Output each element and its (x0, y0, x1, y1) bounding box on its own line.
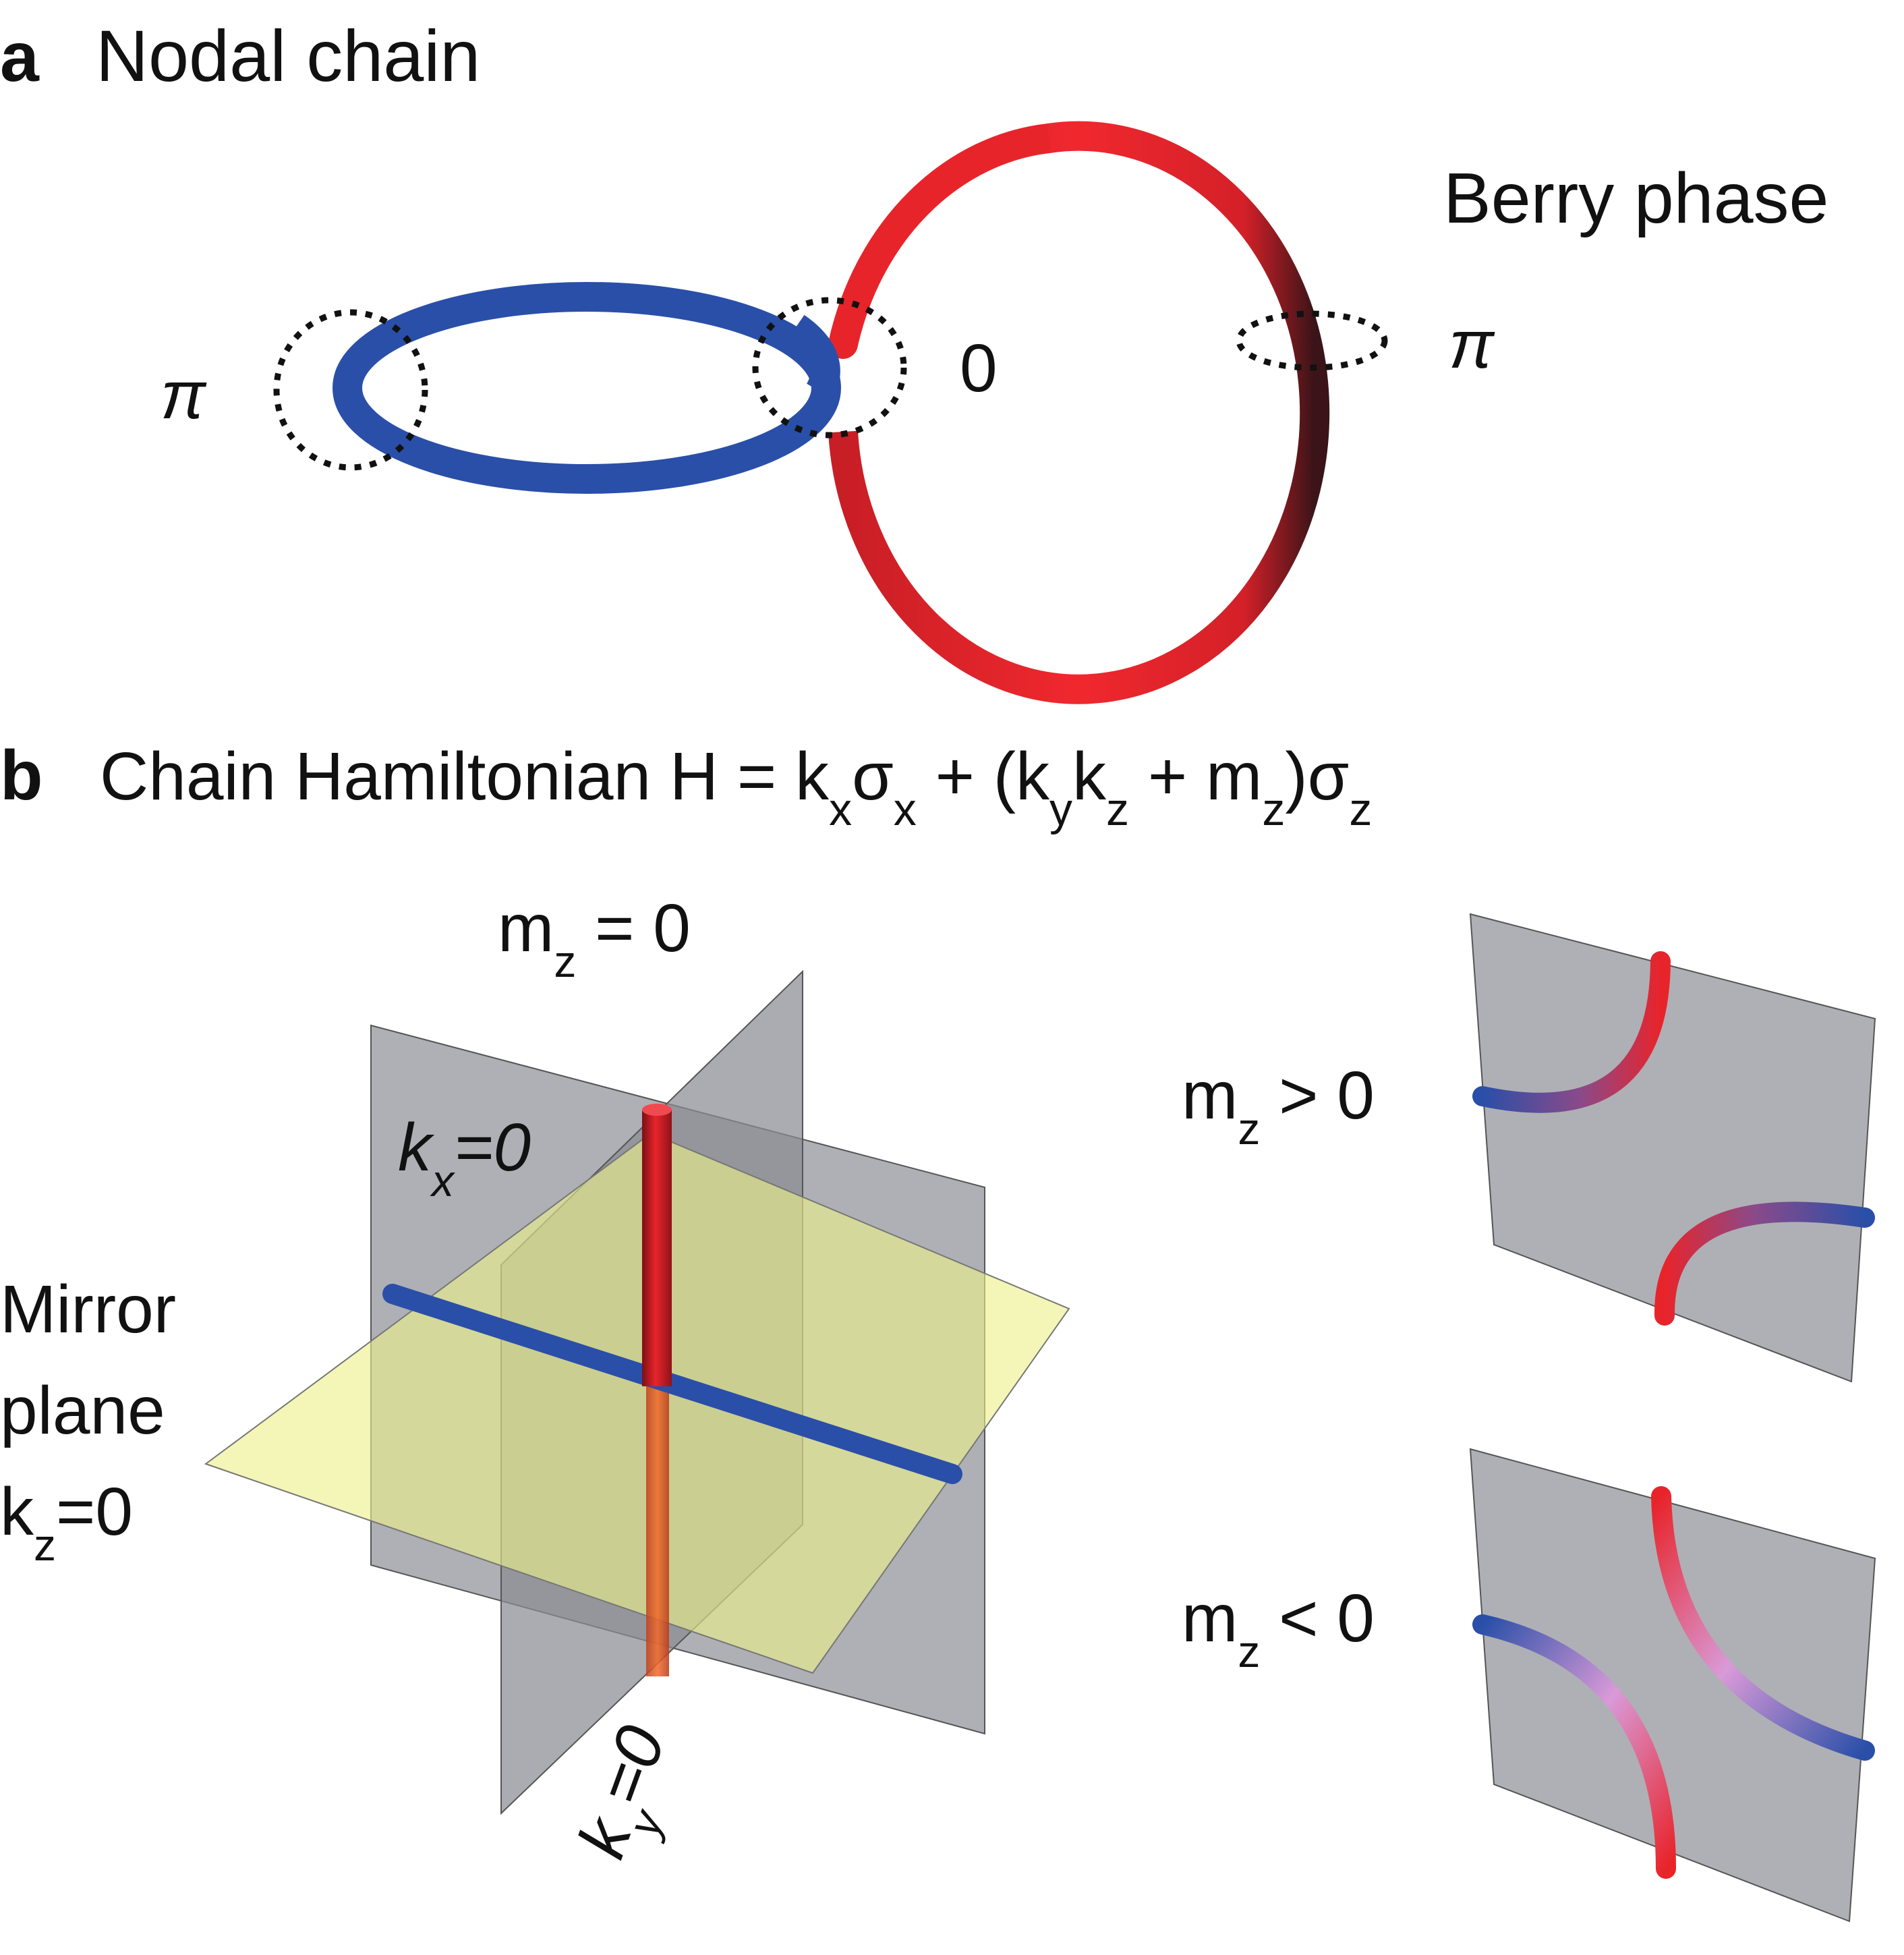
berry-loop-right (1236, 310, 1388, 371)
mz-pos-curve-upper (1472, 951, 1671, 1113)
berry-phase-label: Berry phase (1443, 159, 1829, 238)
mz-neg-curve-right (1651, 1486, 1875, 1761)
panel-b-letter: b (0, 737, 43, 815)
red-ring-back (828, 123, 1064, 359)
kx0-label: kx=0 (398, 1110, 531, 1206)
mirror-label-line2: plane (0, 1373, 165, 1448)
phase-right-label: π (1449, 307, 1495, 382)
blue-ring (333, 282, 841, 494)
mz-zero-label: mz = 0 (498, 890, 691, 986)
panel-a-letter: a (0, 18, 40, 96)
mz-neg-curve-left (1472, 1614, 1676, 1879)
blue-ring-crossing (787, 314, 840, 399)
kz0-label: kz=0 (0, 1474, 133, 1570)
phase-left-label: π (161, 358, 207, 433)
mz-pos-curve-lower (1654, 1201, 1875, 1326)
panel-b: b Chain Hamiltonian H = kxσx + (kykz + m… (0, 737, 1876, 1923)
mz-pos-plane (1469, 913, 1876, 1383)
mz-neg-label: mz < 0 (1182, 1581, 1375, 1676)
mz-neg-plane (1469, 1448, 1876, 1923)
mirror-plane-kz0 (204, 1132, 1070, 1674)
mz-pos-label: mz > 0 (1182, 1058, 1375, 1154)
vertical-tube-upper (642, 1110, 672, 1386)
horizontal-blue-tube (382, 1284, 962, 1484)
berry-loop-left (273, 309, 428, 471)
red-ring (828, 121, 1330, 704)
panel-a-title: Nodal chain (96, 15, 480, 96)
mirror-label-line1: Mirror (0, 1272, 176, 1347)
panel-a: a Nodal chain Berry phase π 0 π (0, 15, 1829, 704)
berry-loop-center (752, 297, 907, 438)
hamiltonian-title: Chain Hamiltonian H = kxσx + (kykz + mz)… (100, 739, 1372, 835)
phase-center-label: 0 (960, 331, 998, 406)
vertical-tube-lower (646, 1386, 669, 1676)
ky0-label: ky=0 (563, 1716, 699, 1874)
vertical-tube-cap (642, 1104, 672, 1116)
